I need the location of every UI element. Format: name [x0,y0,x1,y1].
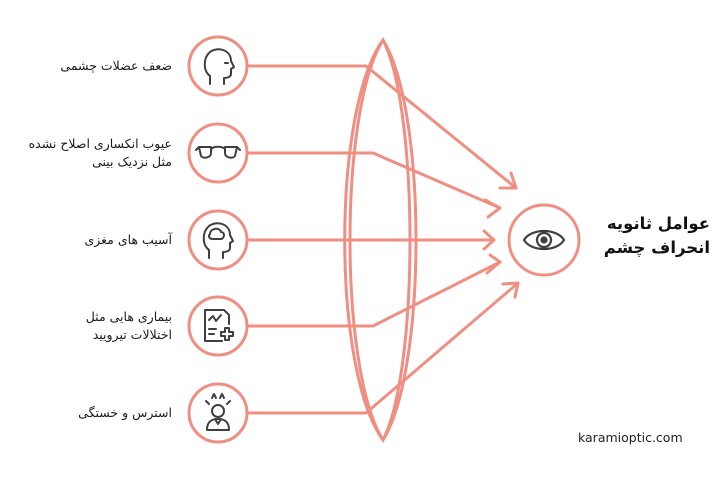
arrow-connector-4 [246,260,502,328]
center-node [507,203,581,277]
cause-label-line: مثل نزدیک بینی [92,154,172,169]
diagram-title: عوامل ثانویه انحراف چشم [588,212,710,260]
arrow-head-3 [482,229,496,251]
cause-node-3 [187,209,249,271]
title-line-2: انحراف چشم [603,238,710,257]
cause-label-line: اختلالات تیرویید [92,327,172,342]
cause-node-4 [187,295,249,357]
eye-icon [522,229,566,251]
arrow-head-2 [483,198,502,219]
cause-label-4: بیماری هایی مثل اختلالات تیرویید [86,308,172,344]
head-profile-icon [203,48,235,85]
cause-label-5: استرس و خستگی [78,404,172,422]
arrow-head-4 [485,253,502,275]
cause-label-line: عیوب انکساری اصلاح نشده [28,136,172,151]
cause-label-line: بیماری هایی مثل [85,309,172,324]
cause-node-1 [187,35,249,97]
brain-head-icon [202,222,234,259]
cause-label-1: ضعف عضلات چشمی [60,57,172,75]
cause-node-2 [187,122,249,184]
cause-label-line: ضعف عضلات چشمی [60,58,172,73]
glasses-icon [195,145,241,159]
title-line-1: عوامل ثانویه [606,214,710,233]
cause-node-5 [187,382,249,444]
arrow-connector-2 [246,151,502,210]
cause-label-line: آسیب های مغزی [84,232,172,247]
cause-label-3: آسیب های مغزی [84,231,172,249]
arrow-head-5 [501,281,520,299]
cause-label-2: عیوب انکساری اصلاح نشده مثل نزدیک بینی [29,135,172,171]
medical-report-icon [204,309,234,342]
arrow-head-1 [498,171,518,190]
cause-label-line: استرس و خستگی [78,405,172,420]
stressed-person-icon [205,393,231,431]
arrow-connector-1 [246,64,518,190]
arrow-connector-5 [246,281,520,415]
watermark-text: karamioptic.com [578,430,683,445]
